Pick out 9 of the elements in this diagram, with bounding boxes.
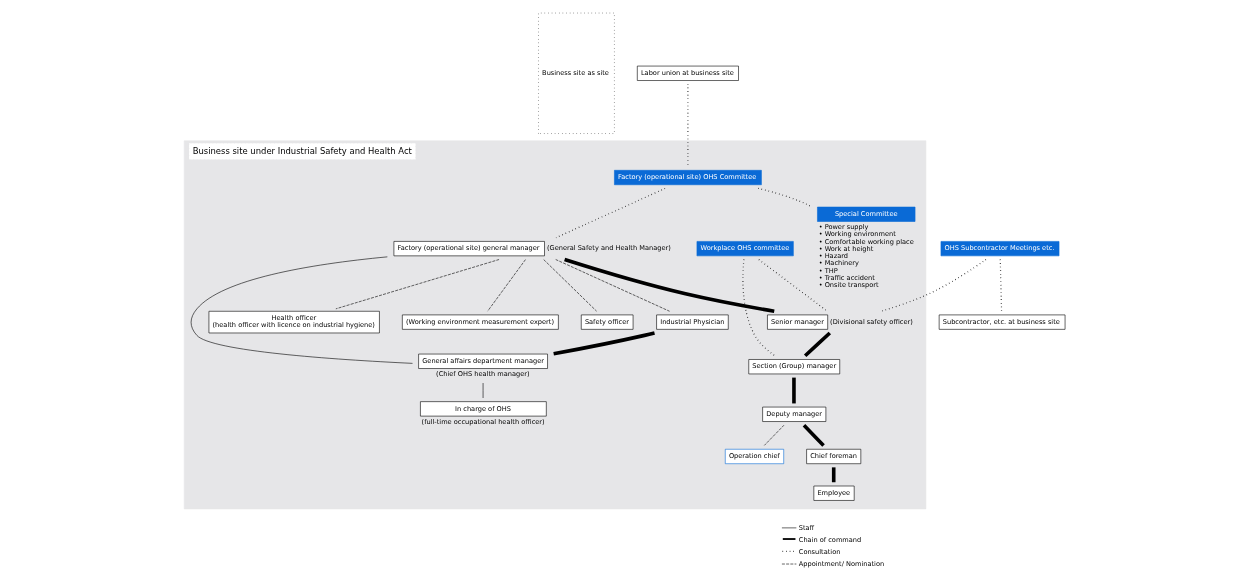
connector bbox=[564, 257, 775, 314]
connector bbox=[553, 331, 655, 356]
connector bbox=[792, 377, 796, 404]
connector bbox=[831, 467, 836, 483]
connector bbox=[880, 258, 987, 312]
connector bbox=[555, 259, 670, 312]
connector bbox=[803, 331, 832, 358]
connector bbox=[802, 424, 825, 447]
connector bbox=[758, 258, 828, 312]
